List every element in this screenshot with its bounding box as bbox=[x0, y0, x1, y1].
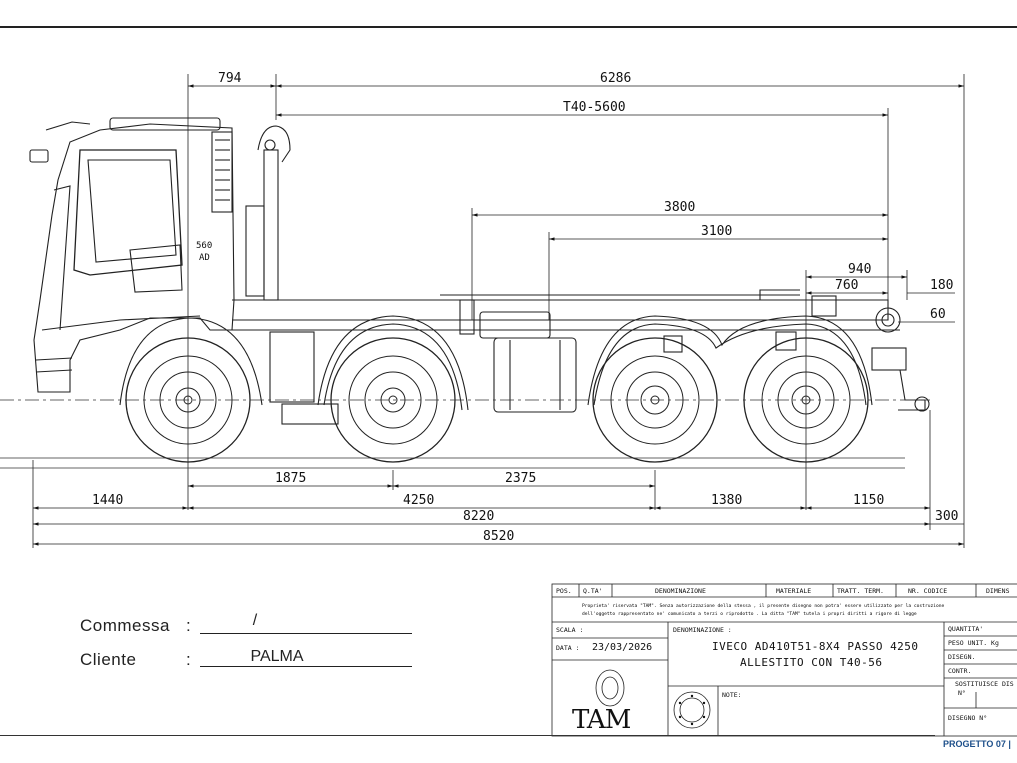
dim-4250: 4250 bbox=[403, 493, 434, 508]
tb-denom-line2: ALLESTITO CON T40-56 bbox=[740, 656, 882, 669]
extension-lines bbox=[32, 74, 965, 548]
top-rule bbox=[0, 26, 1017, 28]
cab-tag-ad: AD bbox=[199, 253, 210, 263]
tam-logo-text: TAM bbox=[572, 705, 631, 735]
dim-1875: 1875 bbox=[275, 471, 306, 486]
bottom-rule bbox=[0, 735, 935, 736]
tam-logo-emblem bbox=[595, 669, 625, 707]
tb-disegno-n: DISEGNO N° bbox=[948, 714, 987, 722]
ground-lines bbox=[0, 399, 930, 469]
dim-6286: 6286 bbox=[600, 71, 631, 86]
dim-180: 180 bbox=[930, 278, 953, 293]
dim-body-length: T40-5600 bbox=[563, 100, 626, 115]
commessa-colon: : bbox=[186, 616, 192, 635]
footer-project: PROGETTO 07 | bbox=[943, 739, 1011, 749]
dim-1440: 1440 bbox=[92, 493, 123, 508]
dimension-lines bbox=[33, 84, 964, 546]
dim-8520: 8520 bbox=[483, 529, 514, 544]
dim-760: 760 bbox=[835, 278, 858, 293]
tb-data-value: 23/03/2026 bbox=[592, 642, 652, 653]
title-block bbox=[551, 583, 1017, 737]
tb-peso: PESO UNIT. Kg bbox=[948, 639, 999, 647]
tb-head-tratt: TRATT. TERM. bbox=[837, 587, 884, 595]
dim-940: 940 bbox=[848, 262, 871, 277]
dimension-labels: 794 6286 T40-5600 3800 3100 940 760 180 … bbox=[92, 71, 958, 544]
dim-3100: 3100 bbox=[701, 224, 732, 239]
tb-disegn: DISEGN. bbox=[948, 653, 975, 661]
tb-n: N° bbox=[958, 689, 966, 697]
tb-denom-label: DENOMINAZIONE : bbox=[673, 626, 732, 634]
dim-794: 794 bbox=[218, 71, 242, 86]
tb-quantita: QUANTITA' bbox=[948, 625, 983, 633]
tb-contr: CONTR. bbox=[948, 667, 971, 675]
commessa-label: Commessa bbox=[80, 616, 170, 635]
commessa-value: / bbox=[252, 612, 258, 629]
cliente-colon: : bbox=[186, 650, 192, 669]
cliente-underline bbox=[200, 666, 412, 667]
truck-outline bbox=[29, 117, 930, 425]
dim-1380: 1380 bbox=[711, 493, 742, 508]
dim-3800: 3800 bbox=[664, 200, 695, 215]
tb-notice-2: dell'oggetto rappresentato ne' comunicat… bbox=[582, 611, 917, 617]
cliente-value: PALMA bbox=[250, 648, 304, 665]
tb-head-denom: DENOMINAZIONE bbox=[655, 587, 706, 595]
tb-note-label: NOTE: bbox=[722, 691, 742, 699]
quality-seal-icon bbox=[673, 691, 711, 729]
tb-head-pos: POS. bbox=[556, 587, 572, 595]
tb-head-codice: NR. CODICE bbox=[908, 587, 947, 595]
cab-tag-560: 560 bbox=[196, 241, 212, 251]
tb-denom-line1: IVECO AD410T51-8X4 PASSO 4250 bbox=[712, 640, 919, 653]
tb-notice-1: Proprieta' riservata "TAM". Senza autori… bbox=[582, 603, 945, 609]
tb-head-materiale: MATERIALE bbox=[776, 587, 811, 595]
commessa-underline bbox=[200, 633, 412, 634]
tb-sostituisce: SOSTITUISCE DIS bbox=[955, 680, 1014, 688]
tb-scala: SCALA : bbox=[556, 626, 583, 634]
cliente-label: Cliente bbox=[80, 650, 137, 669]
dim-1150: 1150 bbox=[853, 493, 884, 508]
tb-head-dimens: DIMENS bbox=[986, 587, 1010, 595]
tb-head-qta: Q.TA' bbox=[583, 587, 603, 595]
dim-2375: 2375 bbox=[505, 471, 536, 486]
dim-60: 60 bbox=[930, 307, 946, 322]
tb-data-label: DATA : bbox=[556, 644, 579, 652]
dim-300: 300 bbox=[935, 509, 958, 524]
dim-8220: 8220 bbox=[463, 509, 494, 524]
